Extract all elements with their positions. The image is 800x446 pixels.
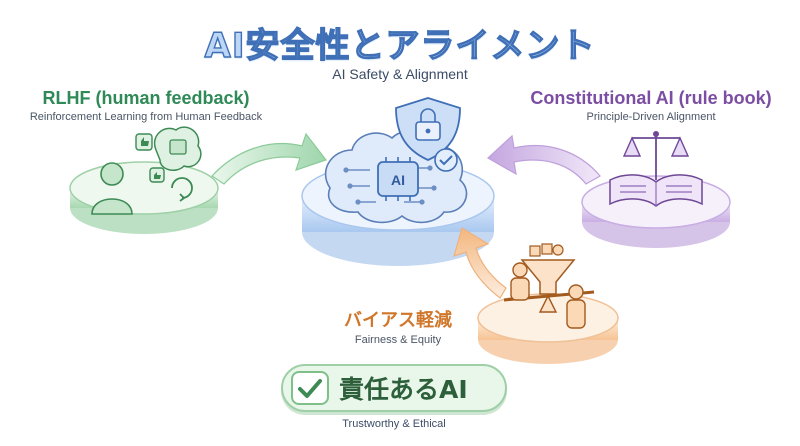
- main-title: AI安全性とアライメント: [204, 25, 596, 66]
- bias-label: バイアス軽減 Fairness & Equity: [318, 306, 478, 346]
- arrow-constitutional-to-center: [486, 134, 601, 185]
- ai-chip-label: AI: [391, 172, 405, 188]
- funnel-icon: [520, 259, 576, 295]
- main-subtitle: AI Safety & Alignment: [332, 66, 468, 82]
- feedback-brain-icon: [153, 126, 202, 171]
- scales-of-justice-icon: [622, 131, 690, 180]
- rlhf-subtitle: Reinforcement Learning from Human Feedba…: [29, 111, 263, 123]
- arrow-bias-to-center: [453, 227, 507, 299]
- thumbs-up-icon: [135, 133, 165, 183]
- responsible-ai-subtitle: Trustworthy & Ethical: [342, 418, 446, 430]
- rlhf-platform: [69, 161, 219, 234]
- constitutional-title: Constitutional AI (rule book): [530, 88, 772, 108]
- ai-chip-icon: [377, 157, 419, 201]
- data-blocks-icon: [529, 243, 564, 257]
- check-icon: [291, 371, 329, 405]
- people-figures-icon: [510, 262, 586, 329]
- rlhf-title: RLHF (human feedback): [42, 88, 250, 108]
- checkmark-glyph: [298, 379, 322, 398]
- bias-title: バイアス軽減: [344, 310, 452, 331]
- shield-lock-icon: [395, 97, 461, 172]
- constitutional-subtitle: Principle-Driven Alignment: [586, 111, 716, 123]
- refresh-cycle-icon: [171, 177, 193, 202]
- arrow-rlhf-to-center: [211, 132, 327, 185]
- constitutional-label: Constitutional AI (rule book) Principle-…: [506, 88, 796, 123]
- bias-subtitle: Fairness & Equity: [354, 334, 442, 346]
- responsible-ai-label: 責任あるAI: [339, 375, 468, 404]
- rule-book-icon: [609, 174, 703, 207]
- person-icon: [91, 162, 133, 215]
- responsible-ai-badge: 責任あるAI: [281, 364, 507, 412]
- rlhf-label: RLHF (human feedback) Reinforcement Lear…: [12, 88, 280, 123]
